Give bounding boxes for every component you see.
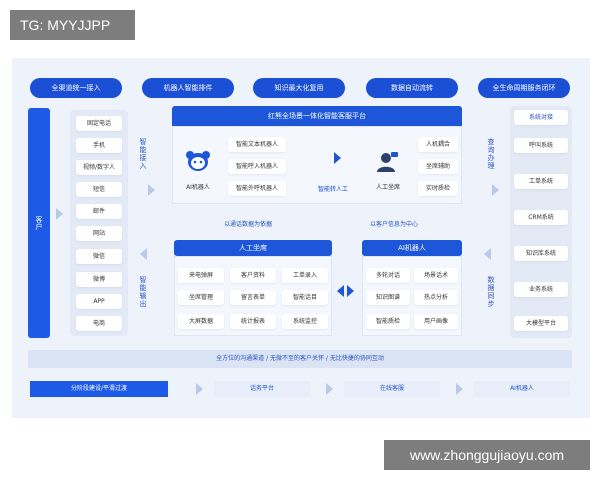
customer-bar: 客户 [28,108,50,338]
channel-item: 视频/数字人 [76,160,122,175]
agent-person-icon [377,152,398,172]
ai-robot-block [180,150,216,176]
human-agent-button: 坐席辅助 [418,159,458,174]
bottom-step-1: 分阶段建设/平滑过渡 [30,381,168,397]
top-pill-1: 全渠道统一接入 [30,78,122,98]
human-panel-item: 大屏数据 [178,314,224,329]
human-panel-title: 人工坐席 [174,240,332,256]
channel-item: 固定电话 [76,116,122,131]
human-agent-block [372,150,402,178]
ai-robot-button: 智能外呼机器人 [228,181,286,196]
human-agent-label: 人工坐席 [375,184,400,191]
human-panel-item: 统计报表 [230,314,276,329]
system-item: 业务系统 [514,282,568,297]
system-item: 大模型平台 [514,316,568,331]
human-agent-button: 人机耦合 [418,137,458,152]
label-smart-access: 智能接入 [139,138,147,170]
top-pill-5: 全生命周期服务闭环 [478,78,570,98]
chevron-right-icon [334,152,341,164]
transfer-label: 智能转人工 [318,186,349,193]
channel-item: 微博 [76,272,122,287]
ai-panel-item: 场景话术 [414,268,458,283]
arrow-right-icon [326,383,333,395]
arrow-right-icon [56,208,63,220]
ai-panel-title: AI机器人 [362,240,462,256]
system-item: 呼叫系统 [514,138,568,153]
ai-robot-button: 智能文本机器人 [228,137,286,152]
ai-panel-item: 热点分析 [414,290,458,305]
arrow-left-icon [484,248,491,260]
human-panel-item: 留言表单 [230,290,276,305]
arrow-right-icon [196,383,203,395]
human-panel-item: 工单录入 [282,268,328,283]
channel-item: 微信 [76,249,122,264]
watermark-top: TG: MYYJJPP [10,10,135,40]
top-pill-4: 数据自动流转 [366,78,458,98]
label-query-handle: 查询办理 [487,138,495,170]
label-smart-output: 智能输出 [139,276,147,308]
bear-robot-icon [186,151,210,171]
mid-label-right: 以客户信息为中心 [370,221,419,228]
arrow-right-icon [148,184,155,196]
channel-item: 网站 [76,226,122,241]
channel-item: APP [76,294,122,309]
bottom-step-4: AI机器人 [474,381,570,397]
bottom-step-2: 话务平台 [214,381,310,397]
ai-panel-item: 智能质检 [366,314,410,329]
ai-panel-item: 知识图谱 [366,290,410,305]
human-agent-button: 实时质检 [418,181,458,196]
channel-item: 短信 [76,182,122,197]
ai-panel-item: 用户画像 [414,314,458,329]
platform-panel [172,126,462,204]
system-item: 工单系统 [514,174,568,189]
human-panel-item: 客户资料 [230,268,276,283]
arrow-right-icon [492,184,499,196]
label-data-sync: 数据同步 [487,276,495,308]
bottom-step-3: 在线客服 [344,381,440,397]
system-item: 知识库系统 [514,246,568,261]
chevron-right-icon [347,285,354,297]
watermark-bottom: www.zhonggujiaoyu.com [384,440,590,470]
systems-title: 系统对接 [514,110,568,125]
platform-title: 红熊全场景一体化智能客服平台 [172,106,462,126]
chevron-left-icon [337,285,344,297]
arrow-right-icon [456,383,463,395]
human-panel-item: 坐席管理 [178,290,224,305]
channel-item: 邮件 [76,204,122,219]
human-panel-item: 系统监控 [282,314,328,329]
ai-robot-label: AI机器人 [186,184,210,191]
channel-item: 电商 [76,316,122,331]
ai-robot-button: 智能呼入机器人 [228,159,286,174]
top-pill-2: 机器人智能排件 [142,78,234,98]
system-item: CRM系统 [514,210,568,225]
channel-item: 手机 [76,138,122,153]
human-panel-item: 来电弹屏 [178,268,224,283]
bottom-banner: 全方位的沟通渠道 / 无微不至的客户关怀 / 无比快捷的协同互动 [28,350,572,368]
arrow-left-icon [140,248,147,260]
top-pill-3: 知识最大化复用 [253,78,345,98]
ai-panel-item: 多轮对话 [366,268,410,283]
human-panel-item: 智能话目 [282,290,328,305]
mid-label-left: 以通话数据为依据 [224,221,273,228]
